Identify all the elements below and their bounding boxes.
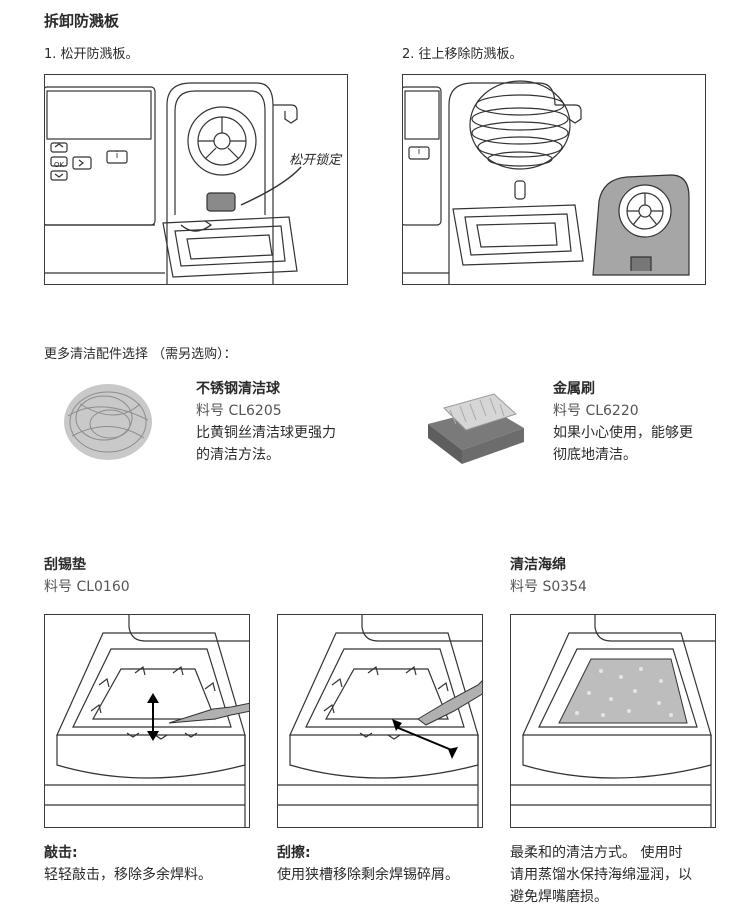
- step-2-text: 2. 往上移除防溅板。: [402, 47, 523, 62]
- ok-button-label: OK: [53, 161, 65, 169]
- release-lock-callout: 松开锁定: [289, 153, 342, 168]
- steel-wool-ball-image: [64, 384, 152, 460]
- illustration-remove-splash-guard: i: [402, 74, 706, 285]
- sponge-title: 清洁海绵: [510, 557, 566, 573]
- accessory-2-part: 料号 CL6220: [553, 403, 639, 419]
- pad-title: 刮锡垫: [44, 557, 86, 573]
- pad-part: 料号 CL0160: [44, 579, 130, 595]
- illustration-scrape: [277, 614, 483, 828]
- caption-1-title: 敲击:: [44, 845, 78, 861]
- caption-2-title: 刮擦:: [277, 845, 311, 861]
- illustration-tap: [44, 614, 250, 828]
- illustration-sponge: [510, 614, 716, 828]
- accessory-2-name: 金属刷: [553, 381, 595, 397]
- sponge-part: 料号 S0354: [510, 579, 587, 595]
- caption-2-text: 使用狭槽移除剩余焊锡碎屑。: [277, 867, 459, 883]
- accessory-1-part: 料号 CL6205: [196, 403, 282, 419]
- caption-3-line-1: 最柔和的清洁方式。 使用时: [510, 845, 683, 861]
- accessory-2-desc-2: 彻底地清洁。: [553, 447, 637, 463]
- accessory-1-name: 不锈钢清洁球: [196, 381, 280, 397]
- info-button-label: i: [115, 151, 119, 161]
- accessory-2-desc-1: 如果小心使用，能够更: [553, 425, 693, 441]
- caption-1-text: 轻轻敲击，移除多余焊料。: [44, 867, 212, 883]
- info-button-label-2: i: [417, 147, 421, 157]
- accessory-1-desc-1: 比黄铜丝清洁球更强力: [196, 425, 336, 441]
- illustration-release-splash-guard: 松开锁定 OK i: [44, 74, 348, 285]
- step-1-text: 1. 松开防溅板。: [44, 47, 139, 62]
- accessory-1-desc-2: 的清洁方法。: [196, 447, 280, 463]
- caption-3-line-3: 避免焊嘴磨损。: [510, 889, 608, 905]
- metal-brush-image: [428, 393, 524, 464]
- section-title: 拆卸防溅板: [44, 12, 120, 30]
- accessories-intro: 更多清洁配件选择 （需另选购）：: [44, 347, 237, 362]
- caption-3-line-2: 请用蒸馏水保持海绵湿润，以: [510, 867, 692, 883]
